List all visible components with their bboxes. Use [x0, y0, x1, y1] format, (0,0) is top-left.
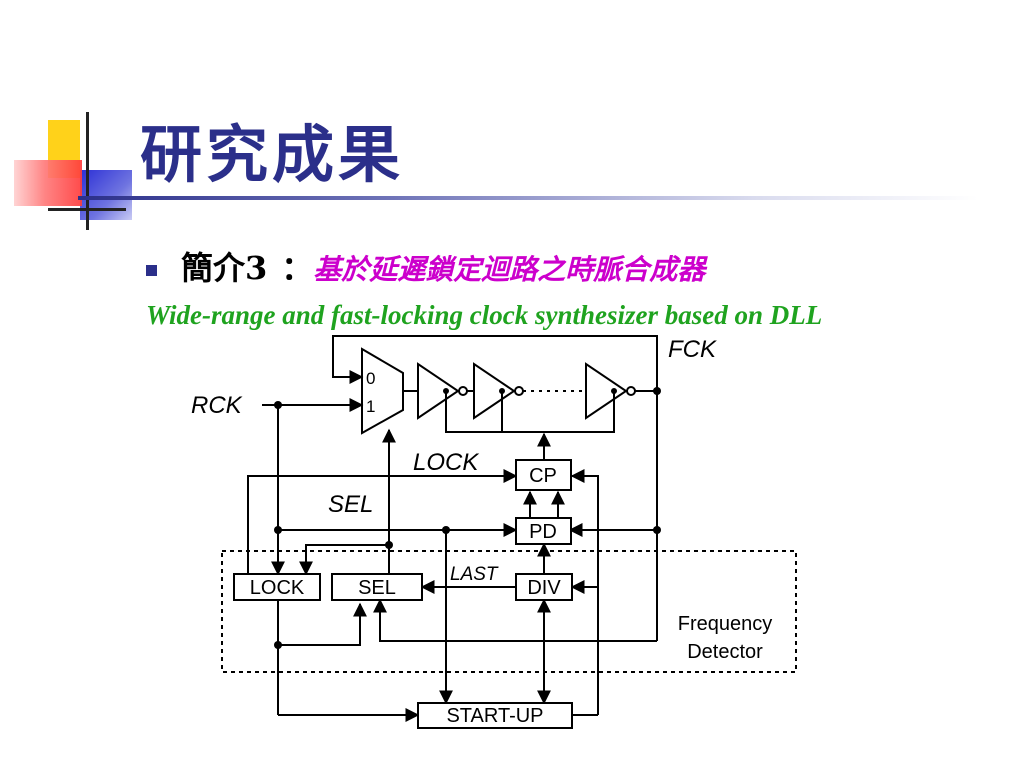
pd-block [515, 517, 572, 545]
bullet-heading: 簡介3 [181, 249, 268, 287]
mux-input-1-label: 1 [366, 397, 375, 416]
cp-block-label: CP [529, 465, 557, 487]
bullet-colon: ： [281, 249, 314, 287]
junction-dot [274, 526, 282, 534]
slide-title: 研究成果 [140, 118, 405, 191]
junction-dot [274, 401, 282, 409]
junction-dot [611, 388, 617, 394]
junction-dot [499, 388, 505, 394]
sel-block [331, 573, 423, 601]
junction-dot [274, 641, 282, 649]
sel-signal-label: SEL [328, 491, 373, 518]
last-signal-label: LAST [450, 564, 499, 585]
deco-vertical-line [86, 112, 89, 230]
pd-block-label: PD [529, 521, 557, 543]
delay-buffer-2 [473, 362, 516, 420]
rck-label: RCK [191, 392, 243, 419]
junction-dot [385, 541, 393, 549]
delay-buffer-3-bubble [626, 386, 636, 396]
cp-block [515, 459, 572, 491]
lock-block [233, 573, 321, 601]
frequency-detector-label-line-2: Detector [687, 641, 763, 663]
bullet-chinese-subtitle: 基於延遲鎖定迴路之時脈合成器 [313, 253, 706, 286]
junction-dot [653, 387, 661, 395]
fck-label: FCK [668, 336, 717, 363]
frequency-detector-region [221, 550, 797, 673]
delay-buffer-3 [585, 362, 628, 420]
deco-red-square [14, 160, 82, 206]
deco-horizontal-line [48, 208, 126, 211]
div-block-label: DIV [527, 577, 561, 599]
delay-buffer-1 [417, 362, 460, 420]
lock-block-label: LOCK [250, 577, 305, 599]
delay-buffer-2-bubble [514, 386, 524, 396]
title-underline [78, 196, 978, 200]
delay-buffer-1-bubble [458, 386, 468, 396]
bullet-square-icon [146, 265, 157, 276]
mux [361, 347, 404, 435]
startup-block-label: START-UP [446, 705, 543, 727]
startup-block [417, 702, 573, 729]
bullet-line: 簡介3 ：基於延遲鎖定迴路之時脈合成器 [146, 243, 705, 289]
junction-dot [443, 388, 449, 394]
frequency-detector-label-line-1: Frequency [678, 613, 773, 635]
english-subtitle: Wide-range and fast-locking clock synthe… [146, 300, 823, 330]
mux-input-0-label: 0 [366, 369, 375, 388]
junction-dot [653, 526, 661, 534]
junction-dot [442, 526, 450, 534]
div-block [515, 573, 573, 601]
sel-block-label: SEL [358, 577, 396, 599]
lock-signal-label: LOCK [413, 449, 479, 476]
